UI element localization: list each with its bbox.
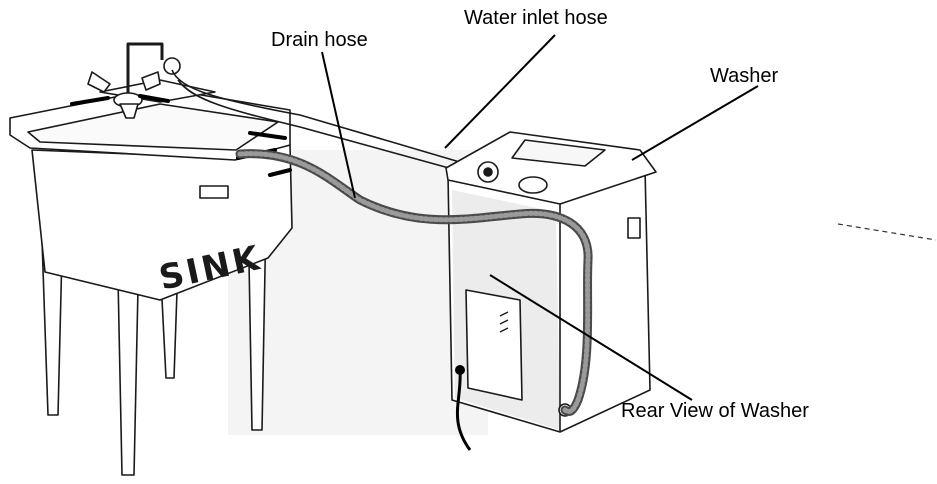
- sink-front-tab: [199, 185, 229, 199]
- leader-water-inlet: [444, 34, 556, 149]
- washer-console: [511, 139, 606, 167]
- sink: [9, 42, 293, 476]
- label-drain-hose: Drain hose: [271, 29, 368, 51]
- power-cord: [456, 369, 472, 451]
- water-inlet-hose: [171, 69, 481, 177]
- leader-lines: [321, 34, 759, 401]
- label-rear-view: Rear View of Washer: [621, 400, 809, 422]
- washer: [445, 131, 657, 433]
- washer-knob: [518, 176, 548, 194]
- faucet-riser: [126, 42, 164, 98]
- faucet-handle-right: [141, 71, 161, 91]
- dashed-guide-line: [837, 223, 937, 241]
- spout-stub: [119, 103, 139, 119]
- leader-drain-hose: [321, 51, 356, 199]
- washer-vent-slashes: [499, 311, 509, 333]
- washer-access-panel: [465, 289, 523, 401]
- sink-leg-front-right: [117, 277, 139, 476]
- faucet-connector: [163, 57, 181, 75]
- washer-side-vent: [627, 217, 641, 239]
- drain-hose: [235, 149, 593, 416]
- label-water-inlet-hose: Water inlet hose: [464, 7, 608, 29]
- faucet-handle-left: [87, 71, 111, 93]
- leader-rear-view: [489, 274, 693, 401]
- label-washer: Washer: [710, 65, 779, 87]
- leader-washer: [631, 85, 759, 161]
